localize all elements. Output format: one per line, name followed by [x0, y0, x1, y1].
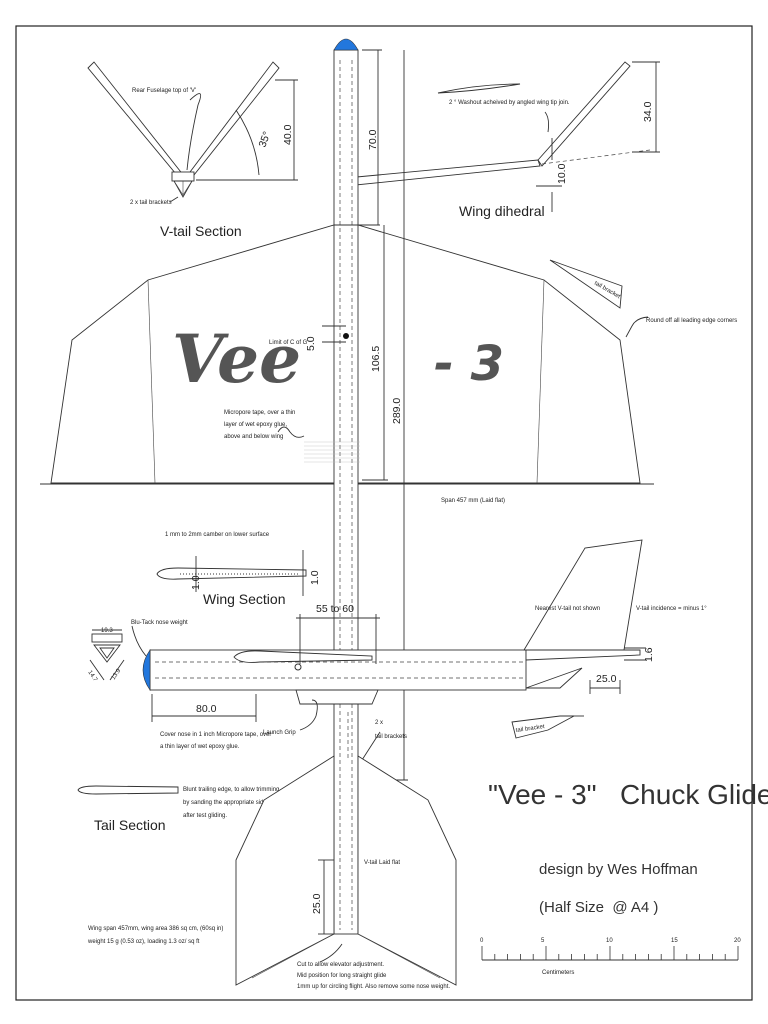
cut-note-3: 1mm up for circling flight. Also remove … — [297, 984, 450, 990]
wing-chord-dim: 106.5 — [370, 346, 382, 372]
designer-credit: design by Wes Hoffman — [539, 861, 698, 878]
tape-hatch — [304, 441, 360, 463]
vtail-plan-outline — [235, 755, 457, 986]
washout-note: 2 ° Washout acheived by angled wing tip … — [449, 100, 570, 106]
tape-note-line-2: layer of wet epoxy glue, — [224, 422, 287, 428]
round-off-note: Round off all leading edge corners — [646, 318, 737, 324]
ruler-tick-20: 20 — [734, 938, 741, 944]
tail-bracket-plan — [549, 259, 623, 309]
scale-note: (Half Size @ A4 ) — [539, 899, 658, 916]
nose-weight-blue — [142, 649, 151, 691]
tail-plan-dim: 25.0 — [311, 893, 323, 914]
ruler-unit-label: Centimeters — [542, 970, 574, 976]
bracket-cross-section — [89, 629, 125, 681]
tail-plan-label: V-tail Laid flat — [364, 860, 400, 866]
vtail-section-title: V-tail Section — [160, 223, 242, 239]
nose-tape-note-2: a thin layer of wet epoxy glue. — [160, 744, 240, 750]
dihedral-title: Wing dihedral — [459, 203, 545, 219]
tail-bracket-side-label: tail bracket — [515, 724, 545, 734]
tail-bracket-side-shape — [511, 715, 575, 739]
tail-brackets-side-1: 2 x — [375, 720, 383, 726]
span-note: Span 457 mm (Laid flat) — [441, 498, 505, 504]
wing-section-thick-left: 1.0 — [190, 575, 202, 590]
incidence-note: V-tail incidence = minus 1° — [636, 606, 707, 612]
sheet-border — [15, 25, 753, 1001]
dihedral-tip-height: 34.0 — [642, 101, 654, 122]
vtail-angle-label: 35° — [257, 130, 274, 149]
nearest-tail-note: Nearest V-tail not shown — [535, 606, 600, 612]
nose-length-dim: 80.0 — [196, 703, 217, 715]
cut-note-1: Cut to allow elevator adjustment. — [297, 962, 384, 968]
wing-section-thick-right: 1.0 — [309, 570, 321, 585]
nose-weight-label: Blu-Tack nose weight — [131, 620, 188, 626]
tail-section-note-2: by sanding the appropriate side, — [183, 800, 269, 806]
nose-tip-blue — [333, 38, 359, 51]
tape-note-line-3: above and below wing — [224, 434, 283, 440]
tail-brackets-side-2: tail brackets — [375, 734, 407, 740]
specs-line-2: weight 15 g (0.53 oz), loading 1.3 oz/ s… — [87, 939, 200, 945]
ruler-tick-10: 10 — [606, 938, 613, 944]
dihedral-root-height: 10.0 — [556, 163, 568, 184]
cg-limit-dim: 5.0 — [305, 336, 317, 351]
rear-fuselage-label: Rear Fuselage top of 'V' — [132, 88, 196, 94]
ruler-tick-5: 5 — [541, 938, 545, 944]
wing-lettering-three: - 3 — [434, 336, 504, 392]
camber-note: 1 mm to 2mm camber on lower surface — [165, 532, 270, 538]
wing-lettering-vee: Vee — [172, 320, 301, 398]
vtail-height-dim: 40.0 — [282, 124, 294, 145]
tail-section-profile — [77, 785, 179, 795]
ruler-tick-15: 15 — [671, 938, 678, 944]
tail-length-dim: 25.0 — [596, 673, 617, 685]
ruler-tick-0: 0 — [480, 938, 484, 944]
tape-note-line-1: Micropore tape, over a thin — [224, 410, 295, 416]
launch-grip-label: Launch Grip — [263, 730, 296, 736]
tail-section-note-1: Blunt trailing edge, to allow trimming — [183, 787, 279, 793]
cg-range-dim: 55 to 60 — [316, 603, 354, 615]
vtail-section-drawing — [87, 61, 298, 203]
wing-section-title: Wing Section — [203, 591, 285, 607]
centimeter-ruler — [481, 946, 739, 961]
bracket-width-dim: 19.3 — [101, 628, 113, 634]
fuselage-side-view — [131, 539, 646, 761]
nose-to-wing-dim: 70.0 — [367, 129, 379, 150]
bracket-side-a-dim: 14.7 — [86, 670, 98, 684]
cut-note-2: Mid position for long straight glide — [297, 973, 387, 979]
tail-brackets-label: 2 x tail brackets — [130, 200, 172, 206]
fuselage-top-view — [322, 38, 408, 935]
cg-limit-label: Limit of C of G — [269, 340, 308, 346]
tail-section-title: Tail Section — [94, 817, 166, 833]
drawing-title: "Vee - 3" Chuck Glider — [488, 779, 768, 810]
wing-dihedral-drawing — [345, 61, 660, 212]
tail-section-note-3: after test gliding. — [183, 813, 227, 819]
bracket-side-b-dim: 13.9 — [111, 668, 123, 682]
wing-to-tail-dim: 289.0 — [391, 398, 403, 424]
nose-tape-note-1: Cover nose in 1 inch Micropore tape, ove… — [160, 732, 271, 738]
tail-height-dim: 1.6 — [643, 647, 655, 662]
specs-line-1: Wing span 457mm, wing area 386 sq cm, (6… — [88, 926, 223, 932]
